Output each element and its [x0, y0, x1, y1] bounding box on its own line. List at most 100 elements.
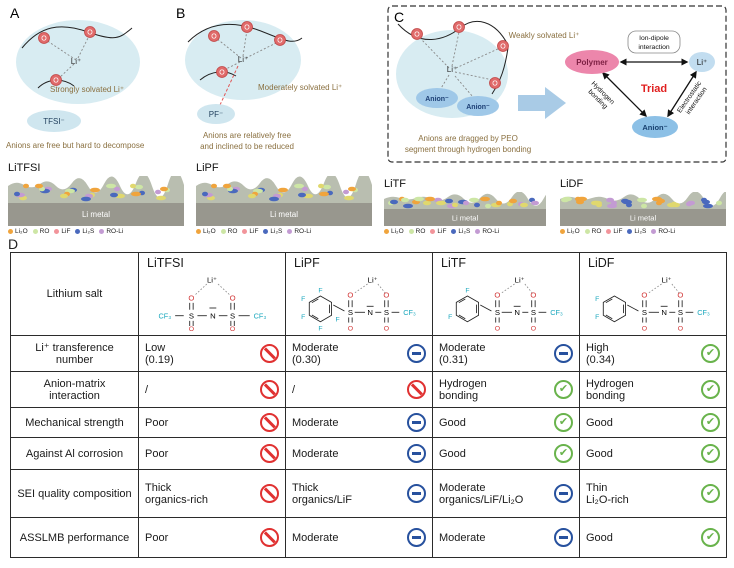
legend-item: RO	[220, 228, 238, 235]
table-cell: Moderate	[432, 517, 580, 558]
litfsi-structure: Li⁺ O O CF₃ S N S CF₃ O O	[159, 275, 267, 332]
no-icon	[260, 444, 279, 463]
oxygen-label: O	[244, 25, 250, 32]
sei-layer-lipf: Li metal	[196, 176, 372, 226]
atom-o: O	[230, 326, 235, 332]
legend-label: RO-Li	[294, 228, 312, 235]
legend-item: Li₂O	[384, 228, 404, 235]
panel-c-label: C	[394, 9, 404, 25]
atom-f: F	[335, 317, 339, 324]
panel-a: A O O O Li⁺ Strongly solvated Li⁺	[6, 5, 145, 150]
legend-dot	[196, 229, 201, 234]
table-header-row: Lithium salt LiTFSI	[10, 252, 727, 336]
legend-dot	[75, 229, 81, 234]
cell-text: /	[292, 383, 296, 396]
atom-f: F	[301, 314, 305, 321]
legend-item: Li₂S	[263, 228, 282, 235]
sei-layer-litf: Li metal	[384, 192, 546, 226]
table-cell: Moderate (0.31)	[432, 335, 580, 372]
legend-item: LiF	[54, 228, 70, 235]
legend-label: LiF	[437, 228, 447, 235]
lipf-structure: Li⁺ O O S N S CF₃ O O F F	[301, 275, 416, 332]
solvation-caption-a: Strongly solvated Li⁺	[50, 85, 124, 94]
table-cell: Good	[579, 517, 727, 558]
atom-f: F	[595, 314, 599, 321]
check-icon	[554, 444, 573, 463]
legend-item: Li₂O	[196, 228, 216, 235]
lithium-node-label: Li⁺	[697, 58, 707, 67]
li-metal-label: Li metal	[630, 214, 657, 223]
table-cell: Good	[579, 407, 727, 438]
electrostatic-label: Electrostatic interaction	[676, 78, 711, 118]
legend-item: RO-Li	[475, 228, 499, 235]
row-label: Against Al corrosion	[10, 437, 139, 470]
atom-li: Li⁺	[207, 275, 217, 284]
anion-label-a: TFSI⁻	[43, 117, 65, 126]
atom-li: Li⁺	[515, 275, 525, 284]
table-cell: Moderate	[285, 437, 433, 470]
salt-name-litfsi: LiTFSI	[147, 256, 184, 270]
oxygen-label: O	[87, 30, 93, 37]
legend-label: RO-Li	[106, 228, 124, 235]
legend-item: Li₂S	[627, 228, 646, 235]
table-cell: Moderate	[285, 517, 433, 558]
atom-o: O	[189, 326, 194, 332]
legend-label: Li₂O	[567, 228, 580, 235]
atom-o: O	[384, 325, 389, 332]
legend-dot	[430, 229, 436, 234]
legend-label: RO	[227, 228, 238, 235]
oxygen-label: O	[500, 44, 506, 51]
table-cell: Thin Li₂O-rich	[579, 469, 727, 518]
salt-comparison-table: Lithium salt LiTFSI	[10, 252, 727, 558]
minus-icon	[554, 484, 573, 503]
legend-dot	[560, 229, 565, 234]
check-icon	[701, 380, 720, 399]
cell-text: Good	[586, 416, 613, 429]
solvation-caption-c: Weakly solvated Li⁺	[509, 31, 580, 40]
row-label: Li⁺ transference number	[10, 335, 139, 372]
table-cell: Thick organics/LiF	[285, 469, 433, 518]
sei-title: LiPF	[196, 162, 219, 174]
lithium-ion-label: Li⁺	[238, 55, 248, 64]
lithium-ion-label: Li⁺	[447, 65, 457, 74]
check-icon	[701, 528, 720, 547]
sei-layer-lidf: Li metal	[560, 192, 726, 226]
oxygen-label: O	[41, 36, 47, 43]
atom-n: N	[210, 311, 216, 320]
no-icon	[407, 380, 426, 399]
triad-center-label: Triad	[641, 83, 667, 95]
oxygen-label: O	[456, 25, 462, 32]
legend-dot	[220, 229, 226, 234]
solvation-panels-canvas: A O O O Li⁺ Strongly solvated Li⁺	[6, 5, 727, 163]
table-cell: Good	[432, 437, 580, 470]
atom-o: O	[230, 293, 236, 302]
legend-label: LiF	[61, 228, 71, 235]
legend-dot	[99, 229, 105, 234]
check-icon	[554, 380, 573, 399]
atom-n: N	[367, 308, 373, 317]
legend-item: Li₂O	[8, 228, 28, 235]
atom-s: S	[189, 311, 194, 320]
hydrogen-bond-arrow	[601, 71, 648, 118]
atom-o: O	[678, 325, 683, 332]
table-cell: Hydrogen bonding	[579, 371, 727, 408]
salt-name-litf: LiTF	[441, 256, 466, 270]
minus-icon	[554, 344, 573, 363]
cell-text: Thin Li₂O-rich	[586, 481, 629, 506]
table-cell: High (0.34)	[579, 335, 727, 372]
table-cell: Moderate organics/LiF/Li₂O	[432, 469, 580, 518]
legend-label: RO-Li	[482, 228, 500, 235]
cell-text: High (0.34)	[586, 341, 615, 366]
table-cell: Low (0.19)	[138, 335, 286, 372]
cell-text: Low (0.19)	[145, 341, 174, 366]
header-cell-lidf: LiDF	[579, 252, 727, 336]
electrostatic-arrow	[667, 70, 697, 118]
legend-label: RO	[591, 228, 602, 235]
sei-title: LiTF	[384, 178, 406, 190]
legend-dot	[242, 229, 248, 234]
cell-text: /	[145, 383, 149, 396]
